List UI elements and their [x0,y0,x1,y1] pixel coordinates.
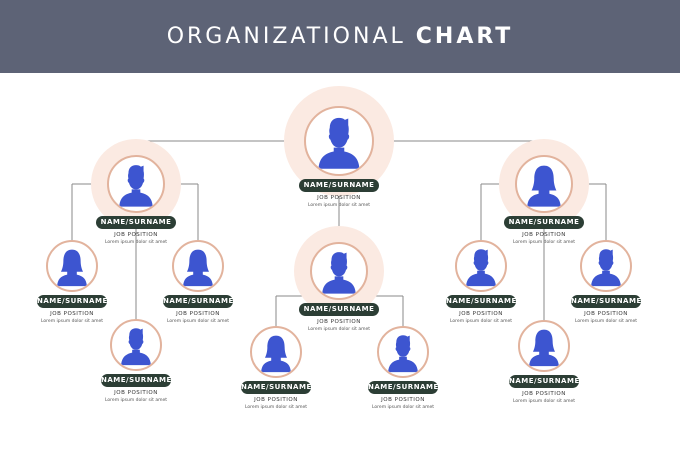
male-avatar-icon [310,242,368,300]
job-position-label: JOB POSITION [114,232,158,238]
job-position-label: JOB POSITION [317,319,361,325]
male-avatar-icon [580,240,632,292]
job-description: Lorem ipsum dolor sit amet [105,240,167,245]
job-position-label: JOB POSITION [584,311,628,317]
name-label: NAME/SURNAME [96,216,176,229]
job-description: Lorem ipsum dolor sit amet [167,319,229,324]
header-bar [0,0,680,73]
job-description: Lorem ipsum dolor sit amet [308,203,370,208]
job-description: Lorem ipsum dolor sit amet [450,319,512,324]
job-position-label: JOB POSITION [381,397,425,403]
female-avatar-icon [250,326,302,378]
job-description: Lorem ipsum dolor sit amet [308,327,370,332]
job-description: Lorem ipsum dolor sit amet [372,405,434,410]
female-avatar-icon [46,240,98,292]
job-position-label: JOB POSITION [50,311,94,317]
page-title: ORGANIZATIONAL CHART [0,0,680,73]
title-bold-text: CHART [415,24,514,49]
job-position-label: JOB POSITION [114,390,158,396]
name-label: NAME/SURNAME [101,374,171,387]
job-position-label: JOB POSITION [176,311,220,317]
job-description: Lorem ipsum dolor sit amet [513,240,575,245]
job-description: Lorem ipsum dolor sit amet [513,399,575,404]
male-avatar-icon [304,106,374,176]
male-avatar-icon [377,326,429,378]
job-description: Lorem ipsum dolor sit amet [105,398,167,403]
male-avatar-icon [107,155,165,213]
name-label: NAME/SURNAME [509,375,579,388]
job-position-label: JOB POSITION [459,311,503,317]
job-position-label: JOB POSITION [522,232,566,238]
job-description: Lorem ipsum dolor sit amet [575,319,637,324]
female-avatar-icon [172,240,224,292]
job-position-label: JOB POSITION [522,391,566,397]
name-label: NAME/SURNAME [163,295,233,308]
male-avatar-icon [455,240,507,292]
name-label: NAME/SURNAME [299,179,379,192]
name-label: NAME/SURNAME [368,381,438,394]
name-label: NAME/SURNAME [241,381,311,394]
name-label: NAME/SURNAME [571,295,641,308]
name-label: NAME/SURNAME [504,216,584,229]
job-description: Lorem ipsum dolor sit amet [245,405,307,410]
job-position-label: JOB POSITION [317,195,361,201]
female-avatar-icon [518,320,570,372]
job-position-label: JOB POSITION [254,397,298,403]
male-avatar-icon [110,319,162,371]
name-label: NAME/SURNAME [37,295,107,308]
title-light-text: ORGANIZATIONAL [166,24,406,49]
female-avatar-icon [515,155,573,213]
job-description: Lorem ipsum dolor sit amet [41,319,103,324]
name-label: NAME/SURNAME [446,295,516,308]
name-label: NAME/SURNAME [299,303,379,316]
